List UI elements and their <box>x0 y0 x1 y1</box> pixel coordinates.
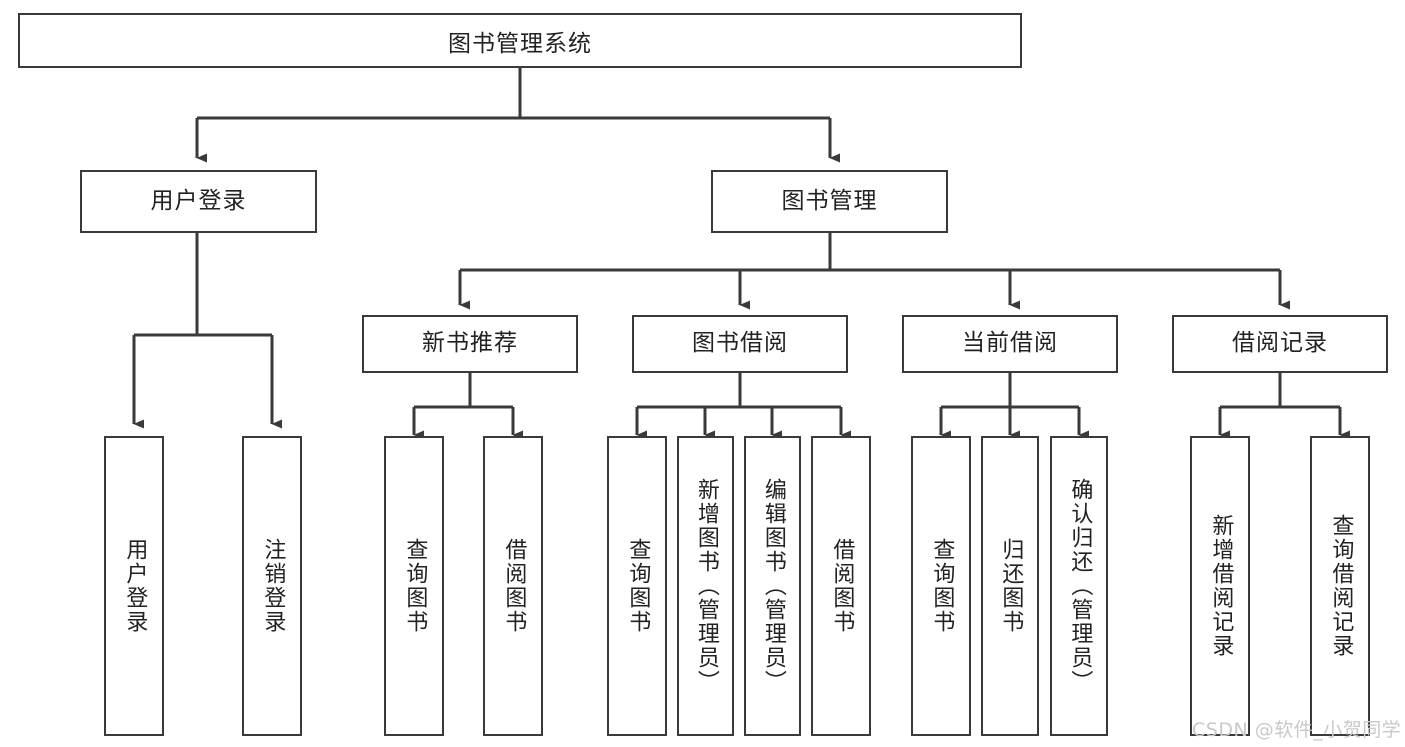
node-label: 查询借阅记录 <box>1328 514 1354 658</box>
node-label: 新增借阅记录 <box>1208 514 1234 658</box>
leaf-borrow-query-book[interactable]: 查询图书 <box>607 436 667 736</box>
node-label: 归还图书 <box>998 538 1024 634</box>
node-label: 图书借阅 <box>692 330 788 357</box>
node-label: 借阅记录 <box>1232 330 1328 357</box>
leaf-record-query[interactable]: 查询借阅记录 <box>1310 436 1370 736</box>
node-current-borrow[interactable]: 当前借阅 <box>902 315 1118 373</box>
leaf-logout[interactable]: 注销登录 <box>242 436 302 736</box>
node-borrow-record[interactable]: 借阅记录 <box>1172 315 1388 373</box>
node-book-borrow[interactable]: 图书借阅 <box>632 315 848 373</box>
node-label: 用户登录 <box>122 538 148 634</box>
watermark-label: CSDN @软件_小贺同学 <box>1192 719 1402 741</box>
node-label: 查询图书 <box>625 538 651 634</box>
node-label: 查询图书 <box>402 538 428 634</box>
node-label: 新书推荐 <box>422 330 518 357</box>
leaf-borrow-add-book[interactable]: 新增图书（管理员） <box>677 436 734 736</box>
node-label: 确认归还（管理员） <box>1067 478 1093 694</box>
leaf-borrow-borrow-book[interactable]: 借阅图书 <box>811 436 871 736</box>
node-label: 用户登录 <box>150 187 247 214</box>
leaf-current-query-book[interactable]: 查询图书 <box>911 436 971 736</box>
node-label: 图书管理 <box>781 187 878 214</box>
leaf-user-login[interactable]: 用户登录 <box>104 436 164 736</box>
leaf-recommend-borrow-book[interactable]: 借阅图书 <box>483 436 543 736</box>
node-user-login[interactable]: 用户登录 <box>80 170 317 233</box>
node-root-system[interactable]: 图书管理系统 <box>18 13 1022 68</box>
leaf-borrow-edit-book[interactable]: 编辑图书（管理员） <box>744 436 801 736</box>
node-label: 注销登录 <box>260 538 286 634</box>
node-label: 编辑图书（管理员） <box>760 478 786 694</box>
node-label: 借阅图书 <box>829 538 855 634</box>
node-label: 当前借阅 <box>962 330 1058 357</box>
node-book-management[interactable]: 图书管理 <box>711 170 948 233</box>
leaf-recommend-query-book[interactable]: 查询图书 <box>384 436 444 736</box>
leaf-current-confirm-return[interactable]: 确认归还（管理员） <box>1050 436 1108 736</box>
leaf-current-return-book[interactable]: 归还图书 <box>981 436 1039 736</box>
leaf-record-add[interactable]: 新增借阅记录 <box>1190 436 1250 736</box>
node-label: 借阅图书 <box>501 538 527 634</box>
node-label: 图书管理系统 <box>448 30 592 57</box>
node-new-book-recommend[interactable]: 新书推荐 <box>362 315 578 373</box>
node-label: 新增图书（管理员） <box>693 478 719 694</box>
node-label: 查询图书 <box>929 538 955 634</box>
